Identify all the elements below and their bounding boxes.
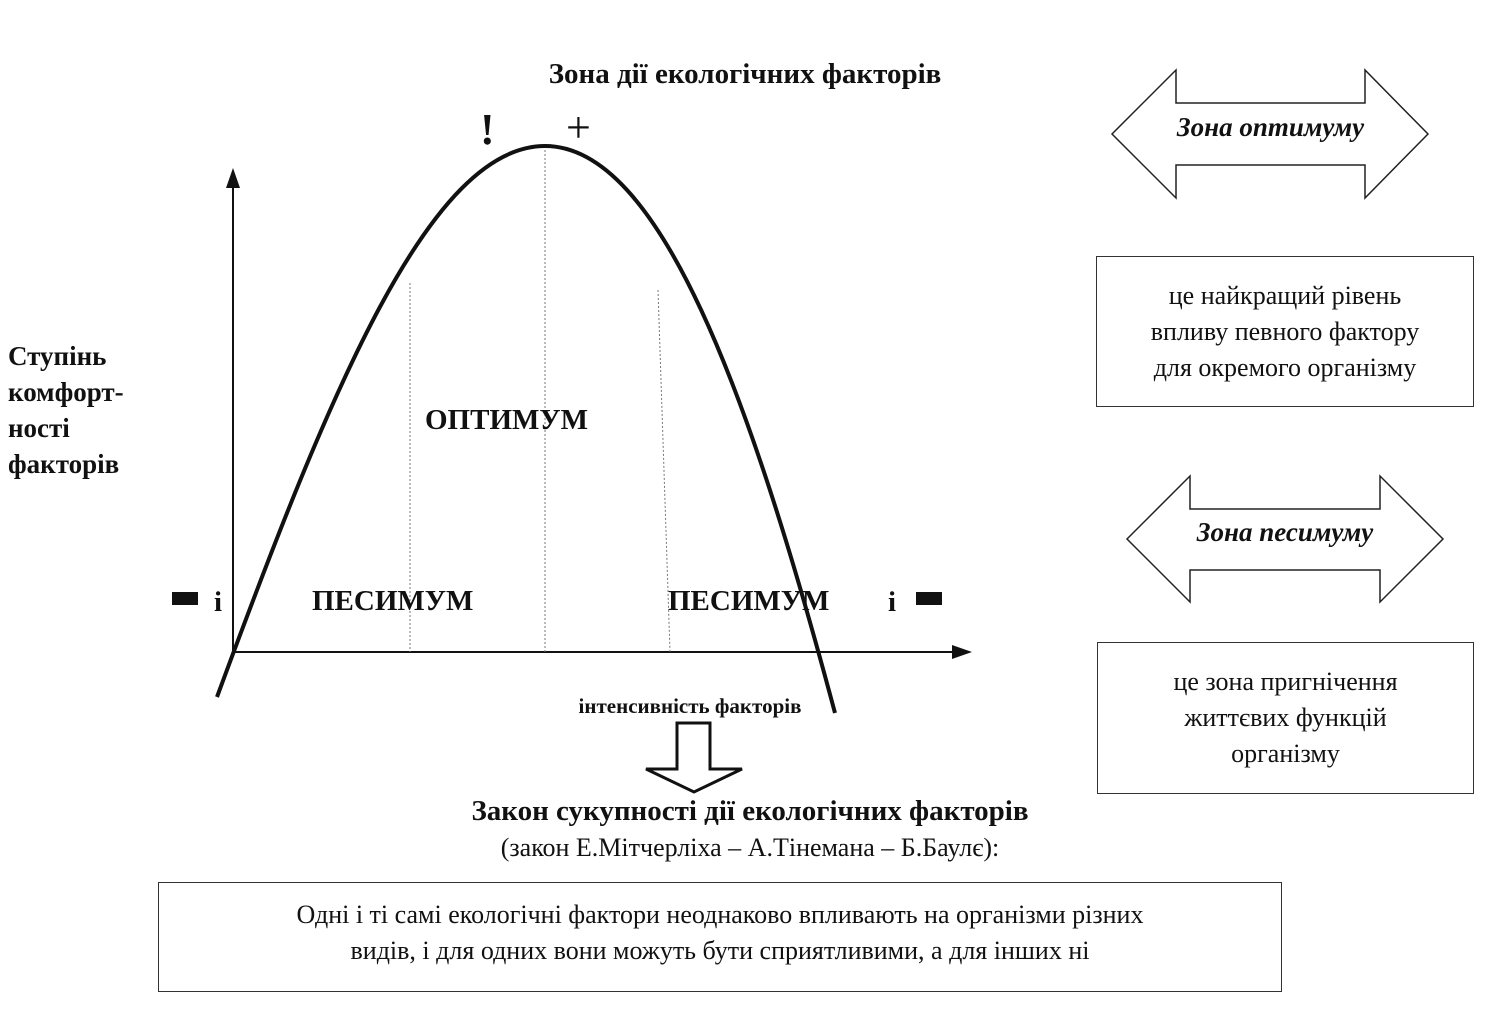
- law-statement-line: Одні і ті самі екологічні фактори неодна…: [296, 900, 1144, 929]
- pessimum-definition-line: організму: [1231, 739, 1340, 768]
- law-subtitle: (закон Е.Мітчерліха – А.Тінемана – Б.Бау…: [500, 833, 1000, 862]
- divider-right: [657, 289, 671, 653]
- y-axis-label: Ступінь комфорт- ності факторів: [8, 338, 168, 482]
- x-axis-label: інтенсивність факторів: [578, 694, 802, 718]
- down-arrow: [645, 721, 743, 794]
- law-statement-line: видів, і для одних вони можуть бути спри…: [350, 936, 1090, 965]
- diagram-title: Зона дії екологічних факторів: [548, 58, 942, 90]
- right-marker-block: [916, 592, 942, 605]
- right-axis-end-label: і: [888, 586, 897, 618]
- pessimum-definition-line: життєвих функцій: [1184, 703, 1387, 732]
- optimum-definition-line: впливу певного фактору: [1150, 316, 1420, 346]
- pessimum-definition-box: це зона пригнічення життєвих функцій орг…: [1097, 642, 1474, 794]
- optimum-definition-line: це найкращий рівень: [1168, 280, 1402, 310]
- optimum-definition-box: це найкращий рівень впливу певного факто…: [1096, 256, 1474, 407]
- y-axis-label-line: Ступінь: [8, 341, 107, 371]
- y-axis-arrowhead: [226, 168, 240, 188]
- pessimum-left-label: ПЕСИМУМ: [312, 585, 474, 617]
- pessimum-double-arrow: [1125, 474, 1445, 604]
- pessimum-right-label: ПЕСИМУМ: [668, 585, 830, 617]
- optimum-arrow-label: Зона оптимуму: [1176, 112, 1365, 142]
- exclamation-mark: !: [480, 105, 495, 154]
- optimum-definition-line: для окремого організму: [1153, 352, 1417, 382]
- law-statement-box: Одні і ті самі екологічні фактори неодна…: [158, 882, 1282, 992]
- law-title: Закон сукупності дії екологічних факторі…: [471, 795, 1029, 827]
- tolerance-curve: [215, 143, 837, 714]
- y-axis-label-line: ності: [8, 413, 70, 443]
- pessimum-definition-line: це зона пригнічення: [1173, 667, 1398, 696]
- optimum-zone-label: ОПТИМУМ: [425, 404, 589, 436]
- x-axis-arrowhead: [952, 645, 972, 659]
- left-marker-block: [172, 592, 198, 605]
- pessimum-arrow-label: Зона песимуму: [1196, 517, 1374, 547]
- plus-mark: +: [566, 103, 591, 152]
- y-axis-label-line: комфорт-: [8, 377, 124, 407]
- left-axis-end-label: і: [214, 586, 223, 618]
- y-axis-label-line: факторів: [8, 449, 120, 479]
- optimum-double-arrow: [1110, 68, 1430, 200]
